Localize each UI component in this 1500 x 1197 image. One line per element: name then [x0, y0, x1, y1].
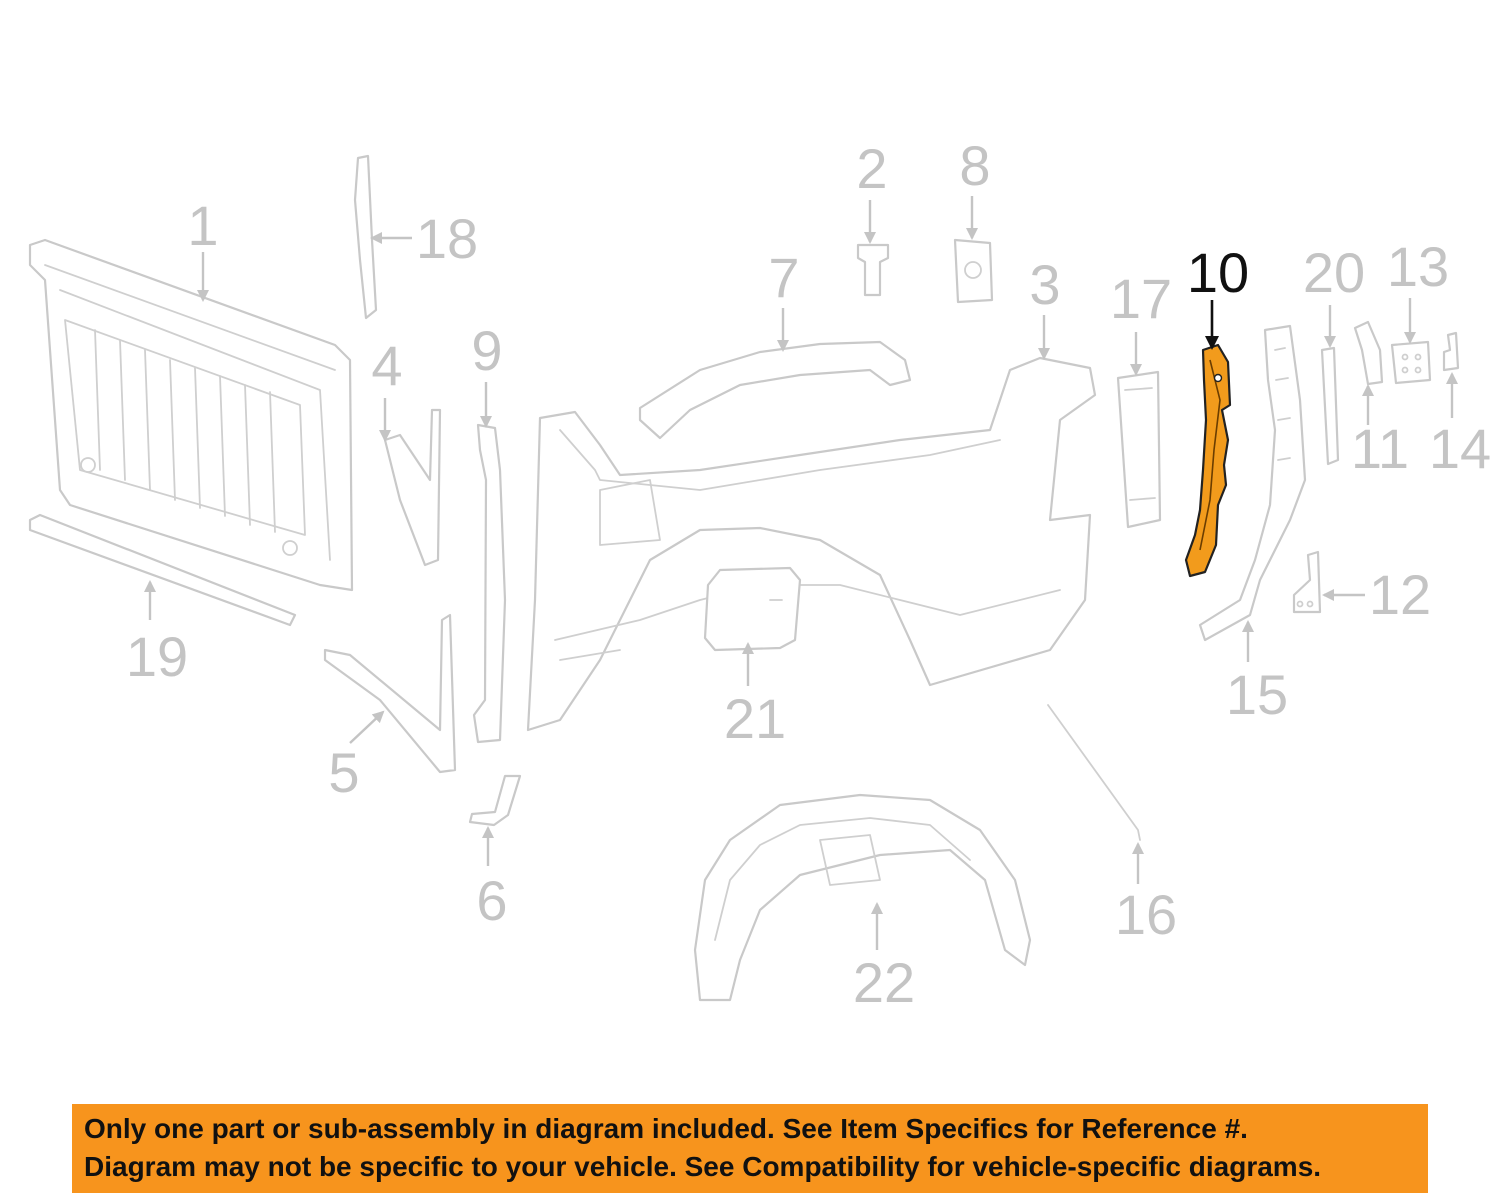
part-13-plate [1390, 340, 1432, 385]
part-10-highlighted[interactable] [1184, 343, 1232, 578]
callout-11: 11 [1351, 417, 1409, 480]
notice-banner: Only one part or sub-assembly in diagram… [72, 1104, 1428, 1193]
callout-21: 21 [724, 687, 786, 750]
callout-2: 2 [856, 137, 887, 200]
callout-15: 15 [1226, 663, 1288, 726]
callout-20: 20 [1303, 241, 1365, 304]
part-6-clip [468, 774, 522, 827]
callout-4: 4 [371, 334, 402, 397]
callout-5: 5 [328, 741, 359, 804]
part-12-bracket [1292, 550, 1322, 614]
part-15-pillar [1198, 324, 1307, 642]
part-3-side-panel [526, 356, 1097, 732]
callout-8: 8 [959, 134, 990, 197]
callout-3: 3 [1029, 253, 1060, 316]
part-1-front-panel [28, 238, 354, 592]
callout-labels: 1 2 3 4 5 6 7 8 9 10 11 12 13 14 15 16 1… [126, 134, 1491, 1014]
part-19-strip [28, 513, 297, 627]
part-20-strip [1320, 346, 1340, 466]
callout-1: 1 [187, 194, 218, 257]
part-11-bracket [1353, 320, 1384, 386]
callout-12: 12 [1369, 563, 1431, 626]
part-18-bracket [353, 154, 378, 320]
callout-13: 13 [1387, 235, 1449, 298]
part-14-clip [1442, 331, 1460, 372]
callout-17: 17 [1110, 267, 1172, 330]
part-16-rod [1047, 704, 1141, 841]
callout-16: 16 [1115, 883, 1177, 946]
callout-6: 6 [476, 869, 507, 932]
callout-22: 22 [853, 951, 915, 1014]
part-22-wheelhouse [693, 793, 1032, 1002]
part-5-brace [323, 613, 457, 774]
callout-9: 9 [471, 319, 502, 382]
part-9-pillar [472, 423, 507, 744]
part-2-bolt [856, 243, 890, 297]
callout-14: 14 [1429, 417, 1491, 480]
part-21-fuel-door [703, 566, 802, 652]
notice-line-2: Diagram may not be specific to your vehi… [84, 1151, 1322, 1182]
notice-line-1: Only one part or sub-assembly in diagram… [84, 1113, 1248, 1144]
callout-10: 10 [1187, 241, 1249, 304]
part-17-brace [1116, 370, 1162, 529]
callout-18: 18 [416, 207, 478, 270]
part-7-rail [638, 340, 912, 440]
part-8-nut-plate [953, 238, 994, 304]
callout-leaders [144, 196, 1458, 950]
callout-7: 7 [768, 246, 799, 309]
part-4-bracket [383, 408, 442, 567]
callout-19: 19 [126, 625, 188, 688]
